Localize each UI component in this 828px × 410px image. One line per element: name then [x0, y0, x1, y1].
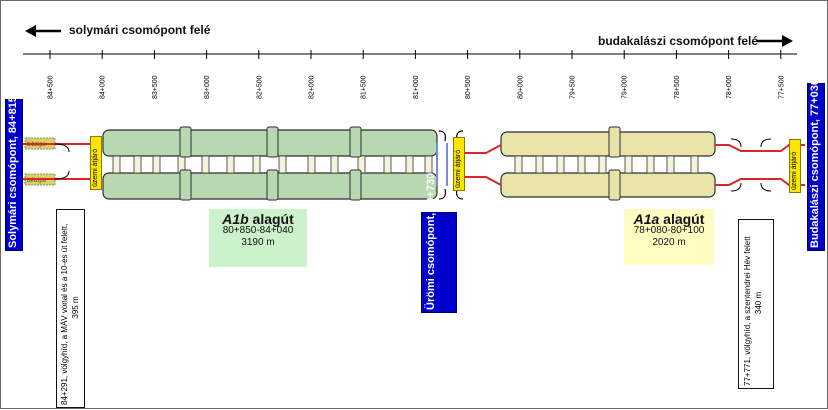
chainage-tick-label: 79+000	[622, 75, 629, 99]
cross-passage	[112, 155, 121, 174]
service-passage-urom: üzemi átjáró	[453, 137, 465, 191]
service-passage-right: üzemi átjáró	[789, 139, 801, 193]
service-passage-left-label: üzemi átjáró	[92, 148, 99, 187]
junction-budakalasz-label: Budakalászi csomópont, 77+030	[809, 78, 821, 248]
cross-passage	[514, 155, 523, 174]
a1b-cross-passages	[112, 155, 433, 174]
cross-passage	[535, 155, 544, 174]
junction-urom: Ürömi csomópont, 80+730	[421, 172, 457, 313]
chainage-tick-label: 77+500	[778, 75, 785, 99]
chainage-ticks: 84+500 84+000 83+500 83+000 82+500 82+000 81+5…	[48, 50, 785, 99]
cross-passage	[133, 155, 142, 174]
a1b-tunnel-range: 80+850-84+040	[222, 225, 294, 236]
cross-passage	[556, 155, 565, 174]
ventilation-ring-lower	[349, 169, 362, 201]
chainage-tick-label: 83+500	[152, 75, 159, 99]
junction-budakalasz: Budakalászi csomópont, 77+030	[807, 79, 825, 251]
cross-passage	[307, 155, 316, 174]
cross-passage	[252, 155, 261, 174]
left-direction-arrow-icon	[25, 25, 61, 37]
chainage-tick-label: 82+000	[309, 75, 316, 99]
ventilation-ring-lower	[179, 169, 192, 201]
chainage-tick-label: 81+500	[361, 75, 368, 99]
junction-solymar-label: Solymári csomópont, 84+815	[7, 96, 19, 248]
ventilation-ring-upper	[608, 126, 621, 158]
service-passage-left: üzemi átjáró	[90, 136, 102, 190]
a1a-tunnel-range: 78+080-80+100	[633, 225, 705, 236]
a1a-tunnel-name: A1a alagút	[633, 211, 705, 227]
chainage-tick-label: 81+000	[413, 75, 420, 99]
cross-passage	[577, 155, 586, 174]
a1a-tunnel-length: 2020 m	[652, 237, 686, 248]
cross-passage	[598, 155, 607, 174]
cross-passage	[424, 155, 433, 174]
chainage-tick-label: 80+500	[465, 75, 472, 99]
viaduct-left-note-text: 84+291, völgyhíd, a MÁV vonal és a 10-es…	[60, 223, 80, 405]
a1a-tube-lower	[500, 172, 716, 198]
cross-passage	[405, 155, 414, 174]
chainage-tick-label: 82+500	[256, 75, 263, 99]
a1b-tunnel-label: A1b alagút 80+850-84+040 3190 m	[209, 209, 307, 267]
ventilation-ring-lower	[608, 169, 621, 201]
abutment-label-bottom: bélzipo	[27, 178, 47, 184]
right-direction-arrow-icon	[757, 35, 793, 47]
urom-road-link	[436, 143, 502, 186]
cross-passage	[201, 155, 210, 174]
a1a-ventilation-rings	[608, 126, 621, 201]
service-passage-urom-label: üzemi átjáró	[455, 149, 462, 188]
ventilation-ring-upper	[179, 126, 192, 158]
a1b-tunnel-name: A1b alagút	[222, 211, 294, 227]
service-passage-right-label: üzemi átjáró	[791, 151, 798, 190]
a1a-tunnel-label: A1a alagút 78+080-80+100 2020 m	[624, 209, 714, 265]
chainage-tick-label: 84+000	[100, 75, 107, 99]
a1b-tunnel-length: 3190 m	[241, 237, 275, 248]
ventilation-ring-lower	[266, 169, 279, 201]
ventilation-ring-upper	[349, 126, 362, 158]
cross-passage	[383, 155, 392, 174]
cross-passage	[152, 155, 161, 174]
chainage-tick-label: 78+500	[674, 75, 681, 99]
junction-urom-label: Ürömi csomópont, 80+730	[425, 172, 437, 310]
right-direction-label: budakalászi csomópont felé	[598, 34, 759, 48]
cross-passage	[646, 155, 655, 174]
junction-solymar: Solymári csomópont, 84+815	[5, 96, 23, 251]
viaduct-right-note-text: 77+771, völgyhíd, a szentendrei Hév fele…	[743, 236, 763, 386]
a1a-tube-upper	[500, 131, 716, 157]
chainage-tick-label: 84+500	[48, 75, 55, 99]
cross-passage	[330, 155, 339, 174]
ventilation-ring-upper	[266, 126, 279, 158]
a1b-tunnel	[102, 126, 438, 201]
cross-passage	[278, 155, 287, 174]
a1b-ventilation-rings	[179, 126, 362, 201]
cross-passage	[690, 155, 699, 174]
chainage-tick-label: 78+000	[726, 75, 733, 99]
left-direction-label: solymári csomópont felé	[69, 23, 211, 37]
a1a-tunnel	[500, 126, 716, 201]
a1a-cross-passages	[514, 155, 699, 174]
chainage-tick-label: 80+000	[517, 75, 524, 99]
cross-passage	[226, 155, 235, 174]
chainage-tick-label: 83+000	[204, 75, 211, 99]
viaduct-left-note: 84+291, völgyhíd, a MÁV vonal és a 10-es…	[56, 209, 85, 408]
chainage-tick-label: 79+500	[570, 75, 577, 99]
viaduct-right-note: 77+771, völgyhíd, a szentendrei Hév fele…	[738, 219, 774, 389]
cross-passage	[624, 155, 633, 174]
cross-passage	[666, 155, 675, 174]
